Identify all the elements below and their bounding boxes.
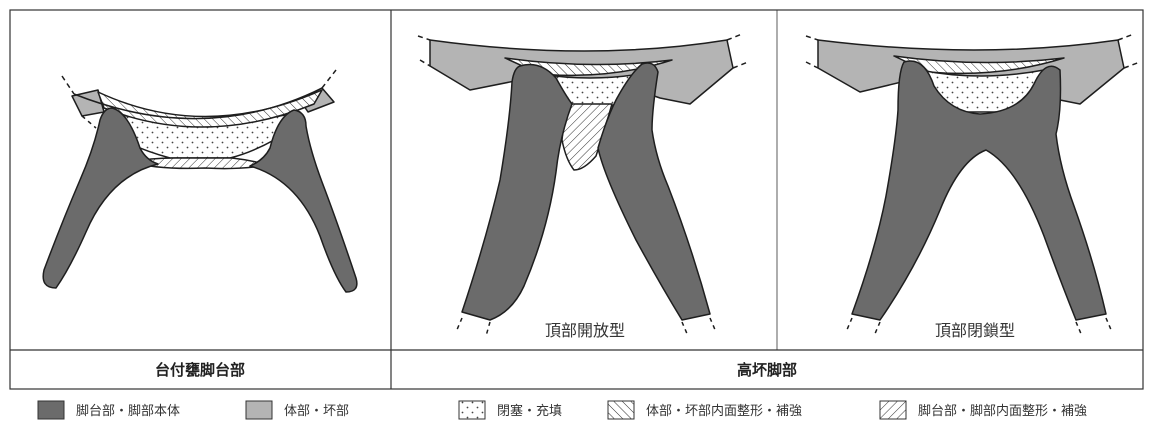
legend-label-fill: 閉塞・充填: [497, 403, 562, 419]
open-type-label: 頂部開放型: [545, 321, 625, 340]
legend-swatch-dots: [458, 400, 486, 420]
pedestal-jar-diagram: [42, 69, 358, 293]
closed-top-hatch-body: [893, 55, 1065, 75]
pedestal-jar-leg-left: [42, 107, 159, 289]
legend-swatch-hatch-right: [607, 400, 635, 420]
open-top-leg-left: [461, 63, 573, 321]
open-top-stand-diagram: [417, 33, 749, 337]
closed-type-label: 頂部閉鎖型: [935, 321, 1015, 340]
legend-swatch-light: [245, 400, 273, 420]
closed-top-pedestal: [851, 60, 1107, 321]
legend-label-body-bowl: 体部・坏部: [284, 404, 349, 419]
legend-swatch-hatch-left: [879, 400, 907, 420]
legend-label-pedestal-body: 脚台部・脚部本体: [76, 403, 180, 419]
legend: 脚台部・脚部本体 体部・坏部 閉塞・充填 体部・坏部内面整形・補強 脚台部・脚部…: [37, 400, 1087, 420]
closed-top-stand-diagram: [805, 33, 1141, 337]
left-caption: 台付甕脚台部: [155, 361, 245, 379]
pedestal-jar-hatch-body: [97, 89, 323, 128]
frame: [9, 9, 1144, 390]
right-caption: 高坏脚部: [737, 361, 797, 379]
pedestal-jar-leg-right: [249, 109, 358, 293]
legend-label-pedestal-inner: 脚台部・脚部内面整形・補強: [918, 403, 1087, 419]
legend-label-body-inner: 体部・坏部内面整形・補強: [646, 403, 802, 419]
open-top-leg-right: [597, 62, 711, 321]
legend-swatch-dark: [37, 400, 65, 420]
